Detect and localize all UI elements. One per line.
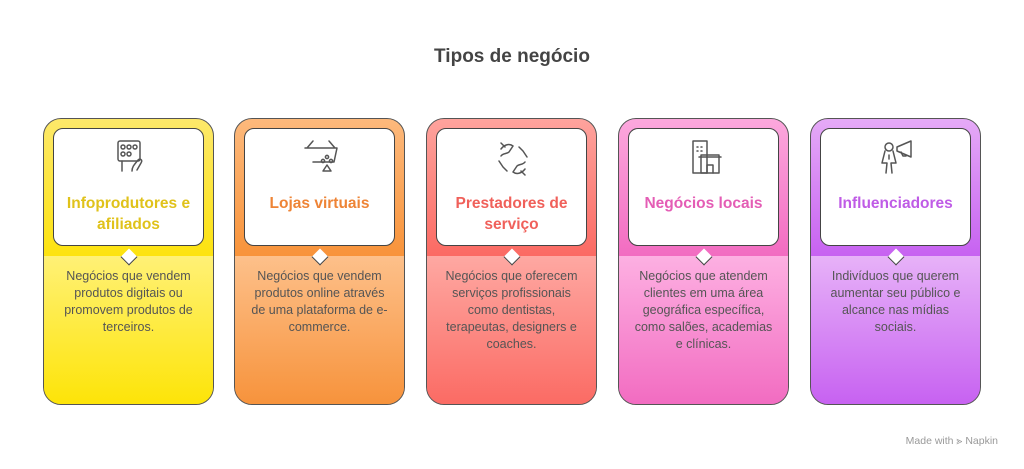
card-description-panel: Negócios que vendem produtos online atra… [235,256,404,404]
infoproduct-hand-icon [117,140,143,172]
card-description: Negócios que atendem clientes em uma áre… [634,269,773,351]
card-influenciadores: Indivíduos que querem aumentar seu públi… [810,118,981,405]
card-title: Lojas virtuais [269,195,370,212]
card-title: Prestadores de serviço [455,195,568,233]
napkin-brand: Napkin [965,435,998,447]
card-description-panel: Negócios que atendem clientes em uma áre… [619,256,788,404]
card-prestadores-de-servi-o: Negócios que oferecem serviços profissio… [426,118,597,405]
card-description-panel: Negócios que oferecem serviços profissio… [427,256,596,404]
napkin-watermark: Made with ⪢ Napkin [906,435,998,448]
card-description: Negócios que oferecem serviços profissio… [445,269,578,351]
diagram-title: Tipos de negócio [434,46,590,67]
card-header-box: Influenciadores [820,128,971,266]
made-with-label: Made with [905,435,954,447]
shopping-basket-icon [304,140,338,172]
card-description-panel: Indivíduos que querem aumentar seu públi… [811,256,980,404]
handshake-icon [498,142,528,176]
card-header-box: Infoprodutores e afiliados [53,128,204,266]
card-header-box: Negócios locais [628,128,779,266]
card-title: Negócios locais [644,195,763,212]
card-title: Influenciadores [838,195,953,212]
card-title: Infoprodutores e afiliados [66,195,191,233]
card-header-box: Lojas virtuais [244,128,395,266]
local-building-icon [692,140,722,174]
napkin-logo-icon: ⪢ [956,435,963,447]
card-description: Negócios que vendem produtos online atra… [251,269,388,334]
card-neg-cios-locais: Negócios que atendem clientes em uma áre… [618,118,789,405]
card-lojas-virtuais: Negócios que vendem produtos online atra… [234,118,405,405]
card-description: Negócios que vendem produtos digitais ou… [64,269,193,334]
card-description-panel: Negócios que vendem produtos digitais ou… [44,256,213,404]
card-header-box: Prestadores de serviço [436,128,587,266]
influencer-megaphone-icon [881,140,912,174]
card-infoprodutores-e-afiliados: Negócios que vendem produtos digitais ou… [43,118,214,405]
card-description: Indivíduos que querem aumentar seu públi… [830,269,961,334]
